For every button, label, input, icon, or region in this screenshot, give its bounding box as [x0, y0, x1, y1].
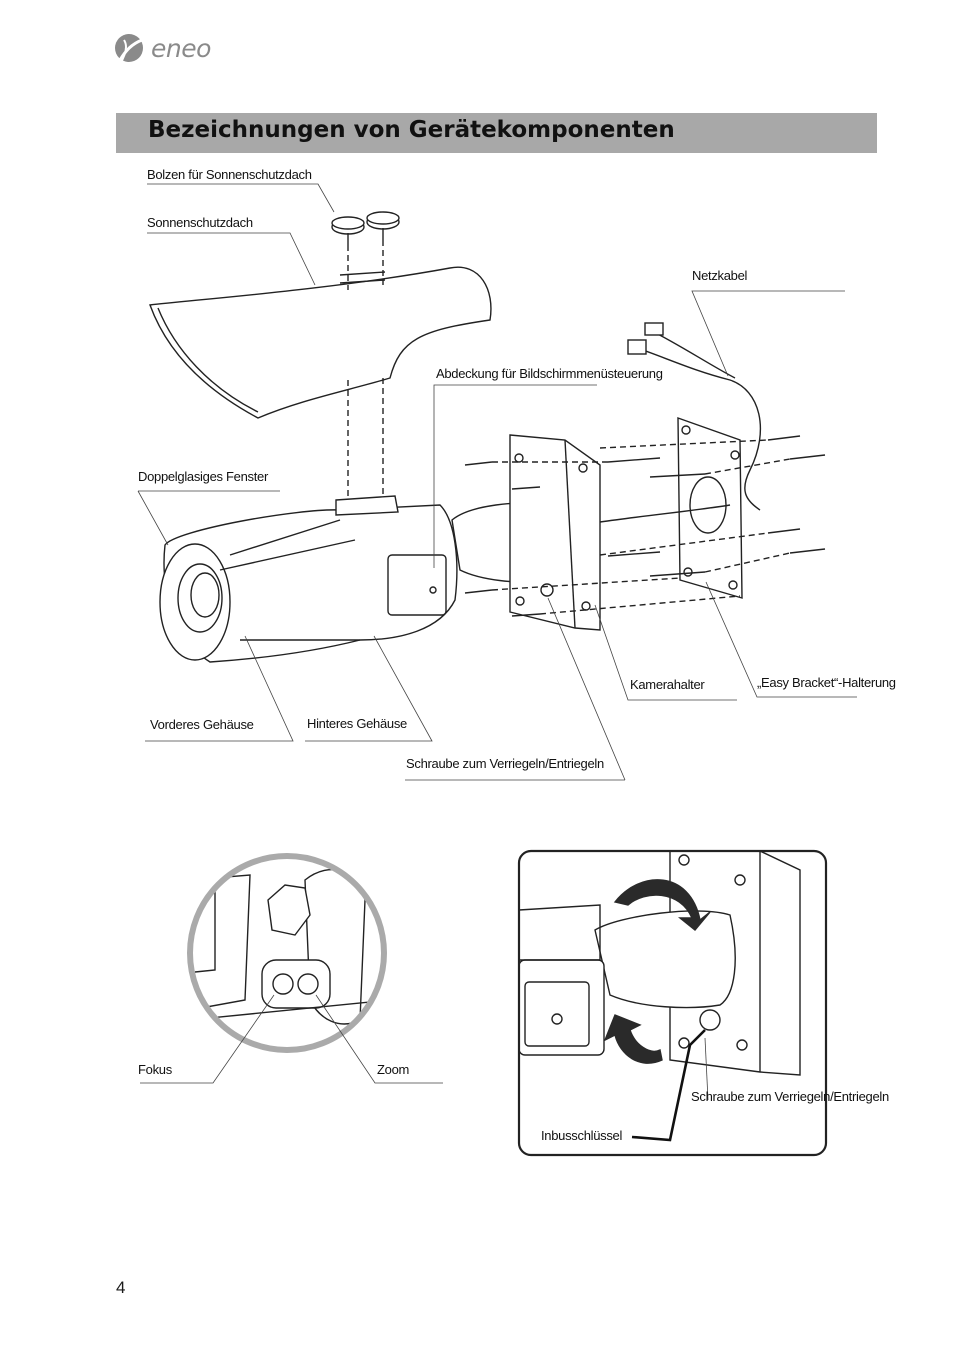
label-lock-screw-detail: Schraube zum Verriegeln/Entriegeln [691, 1089, 889, 1104]
label-zoom: Zoom [377, 1062, 410, 1077]
title-bar: Bezeichnungen von Gerätekomponenten [116, 113, 877, 153]
power-cable [627, 344, 762, 511]
sunshield-shape [149, 266, 492, 419]
label-focus: Fokus [138, 1062, 172, 1077]
osd-cover [387, 554, 447, 616]
label-easy-bracket: „Easy Bracket“-Halterung [757, 675, 896, 690]
rotate-arrow-bottom-icon [603, 1014, 663, 1064]
eneo-logo-icon [115, 34, 143, 65]
label-camera-mount: Kamerahalter [630, 677, 705, 692]
label-rear-housing: Hinteres Gehäuse [307, 716, 407, 731]
screws-group [464, 435, 826, 617]
label-bolt: Bolzen für Sonnenschutzdach [147, 167, 312, 182]
page-number: 4 [116, 1278, 126, 1297]
label-sunshield: Sonnenschutzdach [147, 215, 253, 230]
label-hex-key: Inbusschlüssel [541, 1128, 623, 1143]
label-window: Doppelglasiges Fenster [138, 469, 268, 484]
logo-text: eneo [151, 34, 211, 63]
focus-knob-icon [272, 973, 294, 995]
page-title: Bezeichnungen von Gerätekomponenten [148, 117, 675, 143]
label-front-housing: Vorderes Gehäuse [150, 717, 254, 732]
label-osd-cover: Abdeckung für Bildschirmmenüsteuerung [436, 366, 663, 381]
label-lock-screw: Schraube zum Verriegeln/Entriegeln [406, 756, 604, 771]
label-power-cable: Netzkabel [692, 268, 748, 283]
detail-magnifier [187, 853, 387, 1053]
hex-key-icon [631, 1029, 706, 1142]
detail-box-frame [517, 849, 828, 1157]
rotate-arrow-top-icon [613, 879, 711, 931]
zoom-knob-icon [297, 973, 319, 995]
